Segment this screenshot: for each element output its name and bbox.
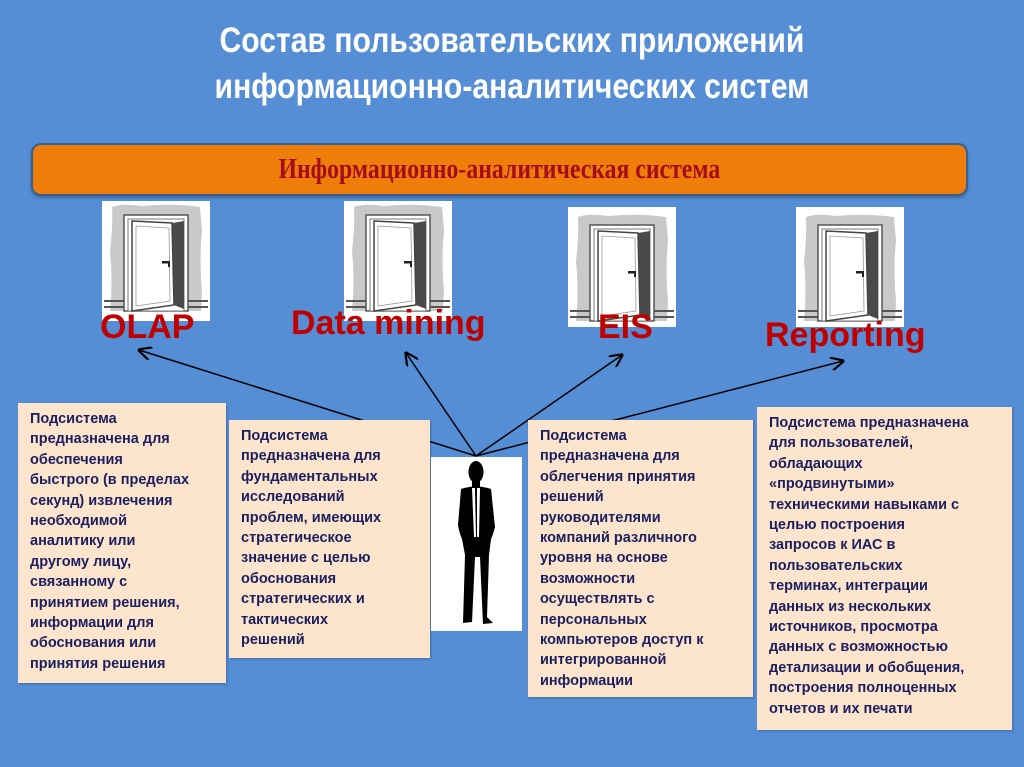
module-label-data-mining: Data mining [291, 304, 486, 342]
olap-door-icon [102, 201, 210, 321]
module-label-reporting: Reporting [765, 316, 926, 354]
user-figure [431, 457, 522, 631]
slide-title-line-2: информационно-аналитических систем [214, 67, 810, 106]
reporting-door-icon [796, 207, 904, 327]
slide-title: Состав пользовательских приложений инфор… [72, 18, 953, 110]
ias-banner: Информационно-аналитическая система [31, 143, 968, 196]
eis-description: Подсистема предназначена для облегчения … [528, 420, 753, 697]
slide-title-line-1: Состав пользовательских приложений [219, 21, 805, 60]
module-label-eis: EIS [598, 308, 653, 346]
eis-door-icon [568, 207, 676, 327]
data-mining-door-icon [344, 201, 452, 321]
data-mining-description: Подсистема предназначена для фундаментал… [229, 420, 430, 658]
ias-banner-label: Информационно-аналитическая система [278, 153, 721, 185]
reporting-description: Подсистема предназначена для пользовател… [757, 407, 1012, 730]
module-label-olap: OLAP [100, 308, 195, 346]
olap-description: Подсистема предназначена для обеспечения… [18, 403, 226, 683]
businessman-silhouette-icon [458, 461, 495, 624]
